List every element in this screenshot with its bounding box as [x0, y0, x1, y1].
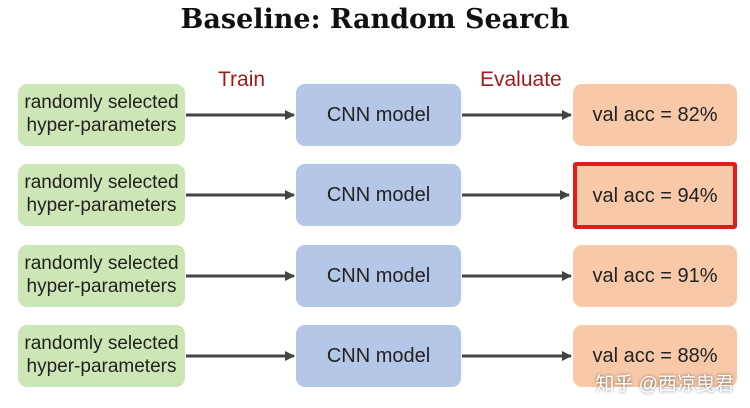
evaluate-label: Evaluate	[480, 68, 562, 91]
watermark-text: 知乎 @西凉曳君	[595, 374, 734, 395]
hyperparams-box-4: randomly selected hyper-parameters	[18, 325, 185, 387]
hyperparams-line2: hyper-parameters	[26, 195, 177, 216]
hyperparams-box-2: randomly selected hyper-parameters	[18, 164, 185, 226]
hyperparams-box-1: randomly selected hyper-parameters	[18, 84, 185, 146]
cnn-model-box-4: CNN model	[296, 325, 461, 387]
hyperparams-line2: hyper-parameters	[26, 356, 177, 377]
hyperparams-line1: randomly selected	[24, 253, 179, 275]
hyperparams-line1: randomly selected	[24, 333, 179, 355]
diagram-title: Baseline: Random Search	[180, 4, 570, 35]
hyperparams-line2: hyper-parameters	[26, 276, 177, 297]
val-acc-box-best: val acc = 94%	[573, 162, 737, 229]
hyperparams-line1: randomly selected	[24, 92, 179, 114]
val-acc-box-4: val acc = 88%	[573, 325, 737, 387]
val-acc-box-3: val acc = 91%	[573, 245, 737, 307]
val-acc-box-1: val acc = 82%	[573, 84, 737, 146]
cnn-model-box-1: CNN model	[296, 84, 461, 146]
hyperparams-line2: hyper-parameters	[26, 115, 177, 136]
cnn-model-box-2: CNN model	[296, 164, 461, 226]
train-label: Train	[218, 68, 266, 91]
cnn-model-box-3: CNN model	[296, 245, 461, 307]
hyperparams-box-3: randomly selected hyper-parameters	[18, 245, 185, 307]
hyperparams-line1: randomly selected	[24, 172, 179, 194]
